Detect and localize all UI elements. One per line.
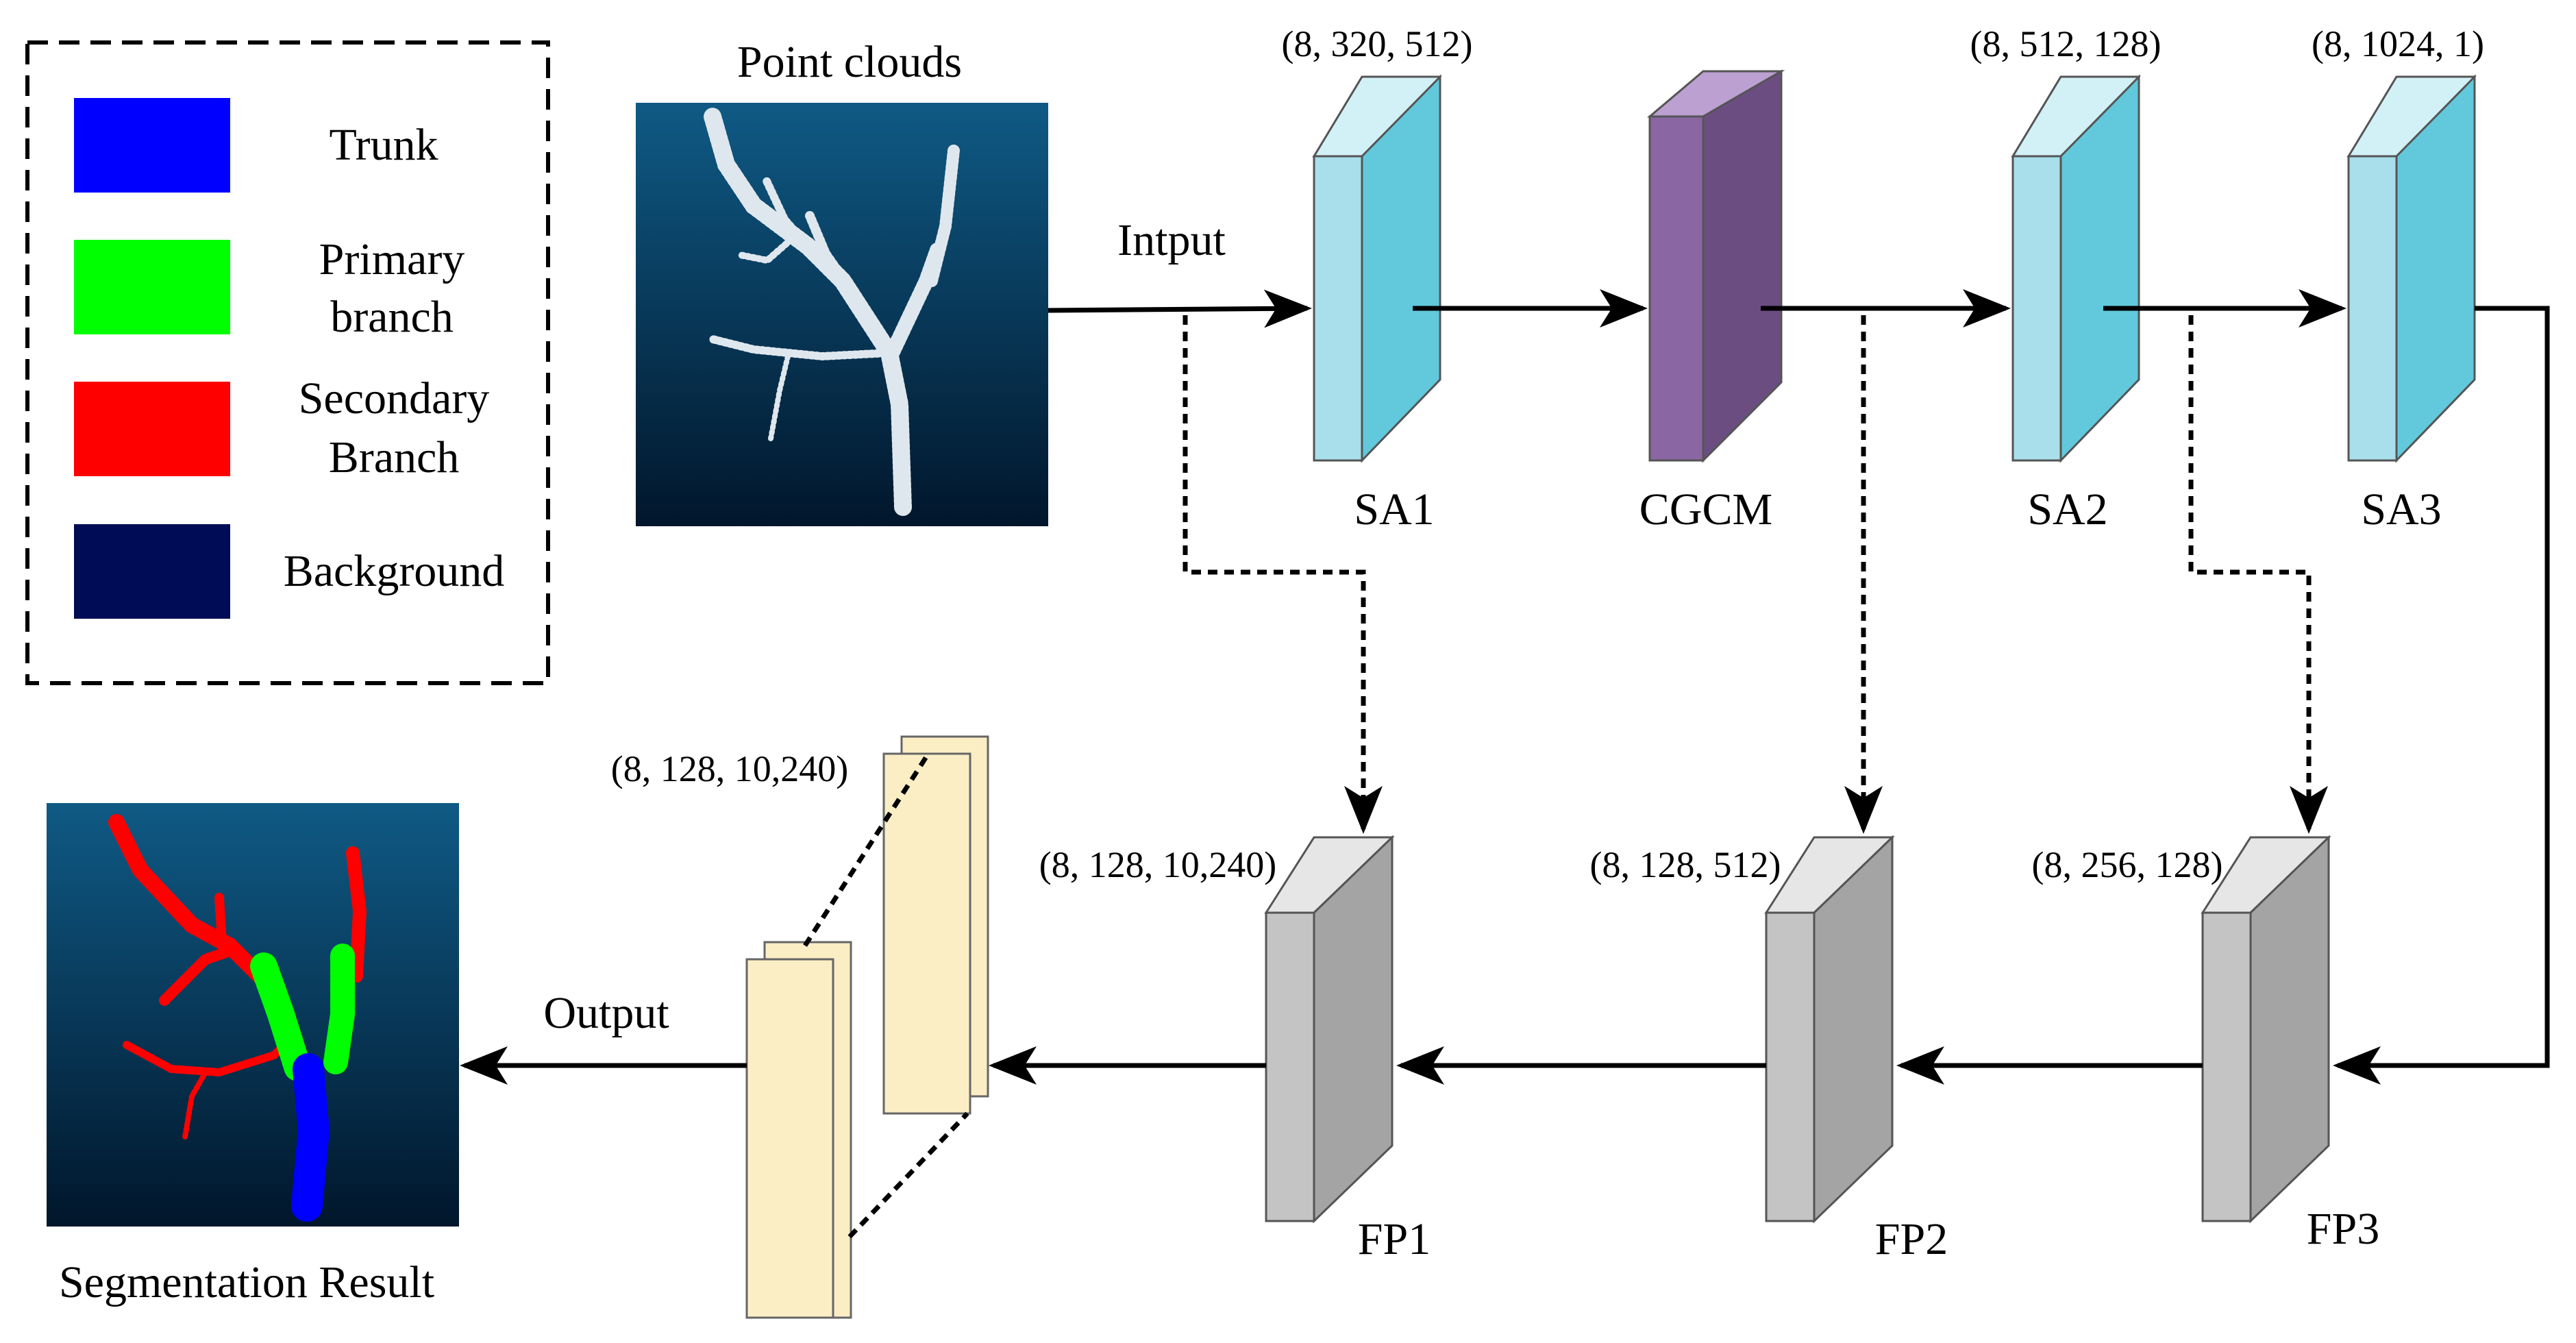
input-point-cloud-image — [636, 103, 1048, 526]
legend-label-primary-branch-2: branch — [330, 292, 454, 342]
fp1-shape-label: (8, 128, 10,240) — [1039, 844, 1276, 885]
fp2-block — [1764, 835, 1895, 1224]
legend-label-primary-branch: Primary — [319, 234, 465, 284]
sa2-block — [2011, 74, 2141, 463]
output-arrow-label: Output — [543, 988, 669, 1038]
fp3-label: FP3 — [2307, 1204, 2379, 1254]
arrow-sa3-to-fp3 — [2333, 306, 2550, 1085]
head-shape-label: (8, 128, 10,240) — [611, 748, 848, 789]
skip-sa2-to-fp3 — [2188, 315, 2328, 834]
sa1-block — [1312, 74, 1442, 463]
fp3-shape-label: (8, 256, 128) — [2032, 844, 2223, 885]
sa3-label: SA3 — [2361, 484, 2441, 534]
cgcm-label: CGCM — [1639, 484, 1772, 534]
sa2-shape-label: (8, 512, 128) — [1970, 23, 2162, 64]
output-segmentation-image — [47, 803, 459, 1227]
legend-border — [25, 40, 550, 685]
legend-swatch-background — [74, 524, 230, 619]
fp1-block — [1264, 835, 1395, 1224]
output-title: Segmentation Result — [59, 1257, 434, 1307]
legend-label-secondary-branch-2: Branch — [329, 432, 460, 482]
fp2-shape-label: (8, 128, 512) — [1590, 844, 1781, 885]
legend-label-secondary-branch: Secondary — [299, 373, 490, 423]
skip-input-to-fp1 — [1182, 315, 1383, 834]
legend-label-background: Background — [284, 546, 505, 596]
input-arrow-label: Intput — [1117, 215, 1226, 265]
fp3-block — [2201, 835, 2331, 1224]
sa3-shape-label: (8, 1024, 1) — [2312, 23, 2484, 64]
fp1-label: FP1 — [1358, 1214, 1431, 1264]
cgcm-block — [1646, 69, 1785, 463]
legend-swatch-primary-branch — [74, 240, 230, 334]
sa2-label: SA2 — [2027, 484, 2107, 534]
fp2-label: FP2 — [1875, 1214, 1948, 1264]
legend: Trunk Primary branch Secondary Branch Ba… — [25, 40, 550, 685]
sa1-shape-label: (8, 320, 512) — [1282, 23, 1473, 64]
connections — [460, 289, 2550, 1085]
legend-swatch-secondary-branch — [74, 382, 230, 476]
legend-swatch-trunk — [74, 98, 230, 193]
sa3-block — [2346, 74, 2477, 463]
arrow-input-to-sa1 — [1048, 289, 1312, 328]
legend-label-trunk: Trunk — [330, 120, 438, 170]
input-title: Point clouds — [737, 37, 962, 87]
segmentation-head — [745, 735, 989, 1319]
sa1-label: SA1 — [1354, 484, 1434, 534]
